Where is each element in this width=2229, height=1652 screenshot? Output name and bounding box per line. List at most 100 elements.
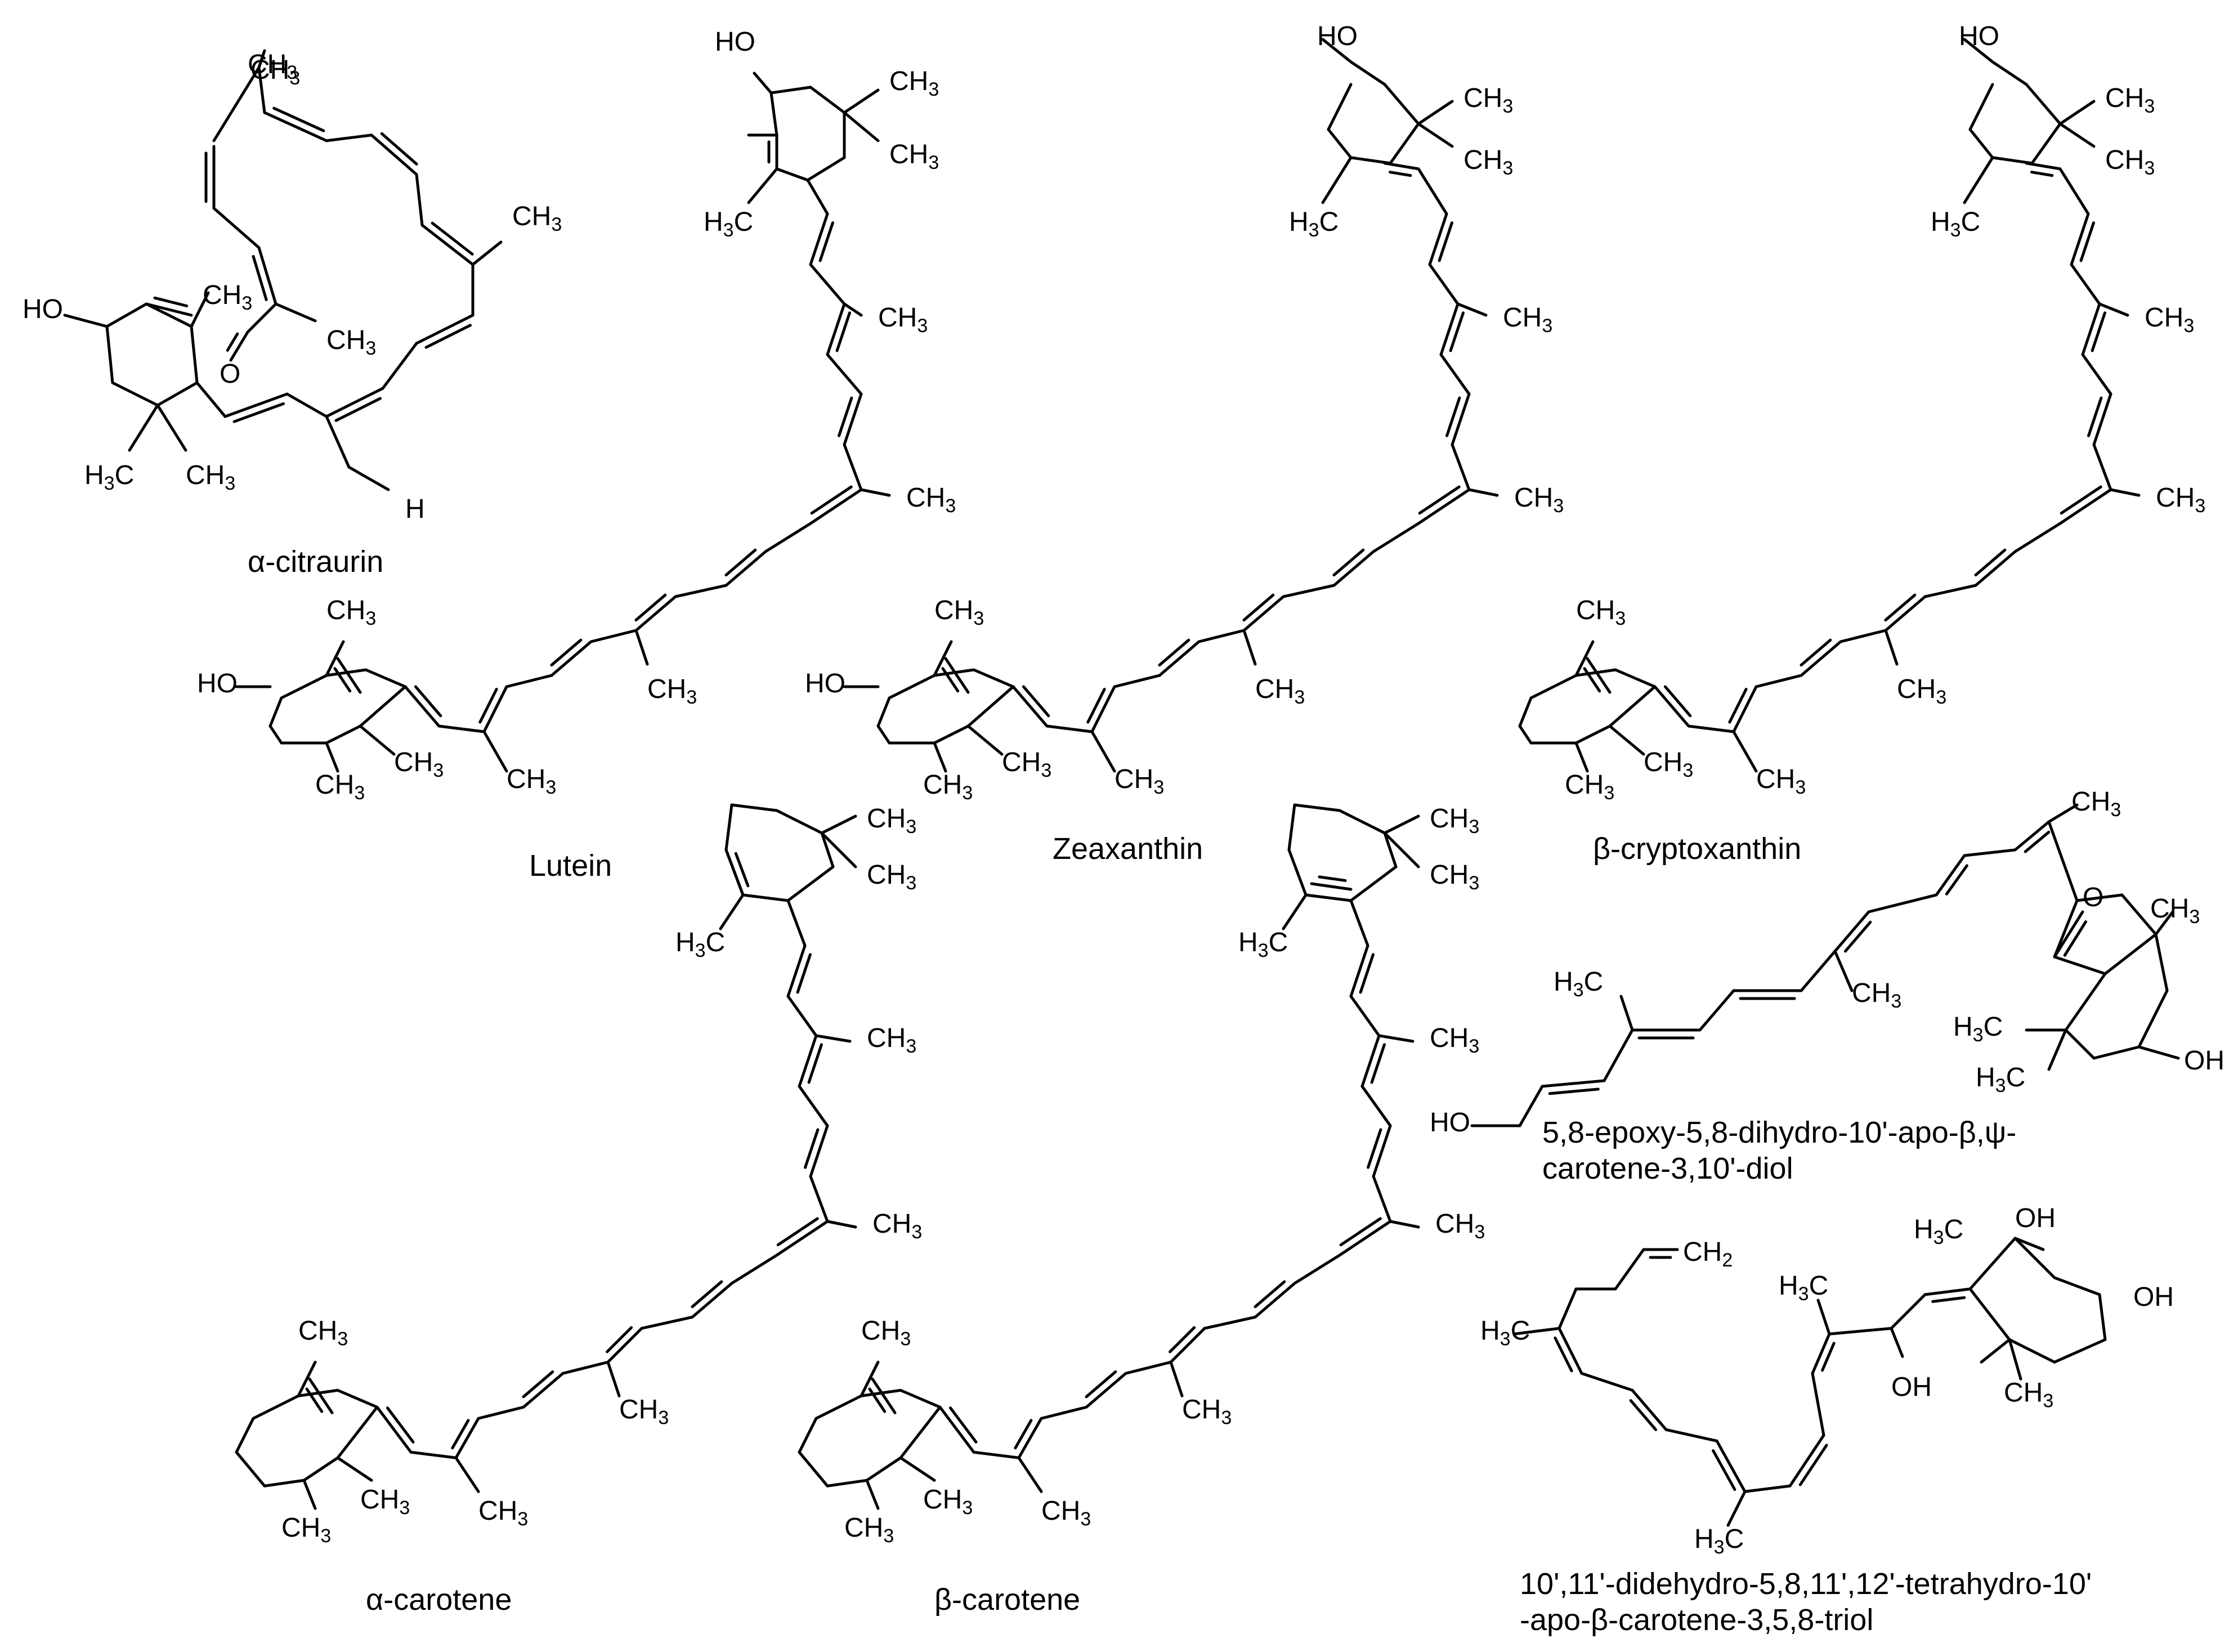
bond (1884, 595, 1927, 632)
bond (336, 657, 362, 694)
bond (235, 1450, 266, 1488)
methyl-label: CH3 (1514, 483, 1564, 517)
bond (302, 1479, 317, 1510)
double-bond-line (1884, 593, 1917, 622)
methyl-label: CH3 (2156, 483, 2205, 517)
methyl-label: CH3 (889, 66, 939, 100)
bond (2064, 1028, 2096, 1060)
bond (1085, 1372, 1127, 1409)
bond (1603, 1028, 1634, 1082)
bond (482, 685, 508, 733)
hydroxyl-label: HO (23, 294, 63, 324)
methyl-label: CH3 (281, 1513, 331, 1547)
methyl-label: CH3 (2105, 83, 2155, 117)
bond (190, 291, 210, 328)
double-bond-line (1086, 687, 1106, 724)
bond (1574, 741, 1589, 773)
bond (195, 381, 227, 418)
bond (2098, 302, 2129, 317)
bond (1608, 724, 1645, 756)
methyl-label: CH3 (1255, 674, 1305, 708)
double-bond-line (380, 132, 418, 166)
bond (1451, 392, 1471, 446)
bond (1890, 1293, 1927, 1330)
double-bond-line (1418, 485, 1461, 515)
bond (522, 1372, 565, 1409)
bond (325, 387, 384, 418)
bond (2092, 1045, 2141, 1060)
hydroxyl-label: HO (805, 669, 845, 699)
bond (437, 724, 486, 733)
bond (454, 1456, 480, 1493)
bond (1963, 156, 1994, 204)
bond (1884, 629, 1899, 666)
bond (809, 488, 863, 525)
bond (798, 1085, 829, 1127)
bond (223, 392, 289, 418)
methyl-label: CH3 (867, 804, 916, 838)
hydroxyl-label: OH (2133, 1282, 2174, 1312)
double-bond-line (305, 1387, 324, 1413)
bond (1349, 865, 1398, 902)
bond (814, 1394, 863, 1420)
bond (1968, 128, 1994, 159)
bond (1726, 1490, 1747, 1527)
methyl-label: CH3 (1576, 596, 1626, 629)
methyl-label: CH3 (512, 202, 562, 235)
bond (1090, 685, 1116, 733)
bond (2058, 100, 2096, 126)
bond (471, 240, 503, 266)
bond (775, 167, 809, 182)
bond (1040, 1405, 1088, 1420)
double-bond-line (2060, 485, 2102, 515)
double-bond-line (1339, 1217, 1382, 1247)
bond (1321, 156, 1353, 204)
double-bond-line (1158, 638, 1190, 667)
double-bond-line (1728, 687, 1748, 724)
bond (1580, 1372, 1634, 1392)
bond (252, 1394, 300, 1420)
bond (899, 1456, 936, 1482)
double-bond-line (232, 402, 285, 423)
bond (212, 207, 261, 249)
double-bond-line (1931, 1296, 1966, 1303)
bond (2013, 1237, 2056, 1279)
bond (1518, 1085, 1544, 1127)
bond (1974, 550, 2017, 587)
double-bond-line (478, 687, 498, 724)
bond (2137, 989, 2169, 1049)
bond (1608, 685, 1657, 728)
methyl-label: CH3 (2145, 303, 2194, 337)
bond (257, 246, 277, 306)
methyl-label: H3C (675, 928, 725, 961)
bond (691, 1282, 733, 1319)
double-bond-line (1318, 875, 1347, 882)
methyl-label: CH3 (867, 860, 916, 894)
bond (1383, 831, 1398, 868)
methyl-label: H3C (1289, 207, 1339, 241)
bond (786, 944, 807, 998)
methyl-label: CH3 (326, 325, 376, 359)
double-bond-line (2087, 396, 2103, 437)
methyl-label: CH3 (1897, 674, 1946, 708)
double-bond-line (1367, 1128, 1382, 1169)
methyl-label: CH3 (1435, 1209, 1485, 1243)
double-bond-line (2024, 830, 2051, 853)
double-bond-line (424, 324, 472, 349)
bond (640, 1315, 694, 1330)
double-bond-line (835, 311, 851, 352)
bond (268, 696, 283, 728)
bond-lines (63, 38, 2180, 1527)
bond (1383, 83, 1420, 126)
bond (246, 302, 277, 334)
methyl-label: CH3 (1430, 804, 1479, 838)
bond (280, 674, 328, 700)
double-bond-line (838, 396, 853, 437)
double-bond-line (334, 397, 382, 422)
bond (1349, 944, 1369, 998)
bond (561, 1360, 610, 1375)
methyl-label: CH3 (326, 596, 376, 629)
bond (2008, 1338, 2022, 1381)
methyl-label: H3C (84, 460, 134, 494)
double-bond-line (1945, 864, 1968, 896)
